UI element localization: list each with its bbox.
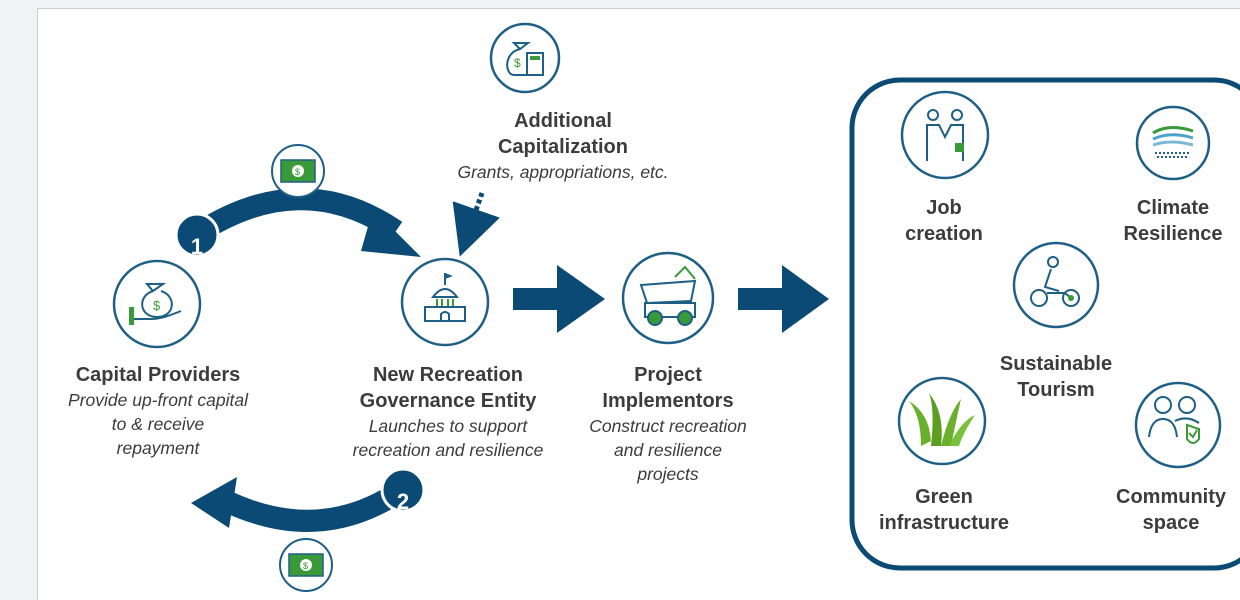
step-1-number: 1 [190,234,204,259]
job-creation-label: Job creation [884,195,1004,247]
step-2-number: 2 [396,489,410,514]
additional-capitalization-title-1: Additional [514,110,612,132]
banknote-icon-bottom: $ [279,538,333,592]
outcomes-box [849,77,1240,571]
money-bag-calculator-icon: $ [489,22,561,94]
svg-text:$: $ [303,561,308,571]
dump-truck-icon [621,251,715,345]
community-space-label: Community space [1101,484,1240,536]
capital-providers-subtitle-1: Provide up-front capital [68,390,248,410]
additional-capitalization-label: Additional Capitalization Grants, approp… [398,108,728,184]
flow-arrow-2 [191,467,426,532]
banknote-icon-top: $ [271,144,325,198]
project-implementors-label: Project Implementors Construct recreatio… [568,362,768,486]
project-implementors-title-2: Implementors [602,390,734,412]
governance-entity-title-2: Governance Entity [359,390,537,412]
capital-providers-subtitle-3: repayment [116,438,200,458]
additional-capitalization-title-2: Capitalization [497,136,628,158]
governance-entity-label: New Recreation Governance Entity Launche… [323,362,573,462]
community-space-line-2: space [1142,512,1200,534]
flow-arrow-1 [174,188,421,258]
diagram-card: $ $ $ $ [37,8,1240,600]
climate-resilience-label: Climate Resilience [1106,195,1240,247]
arrow-implementors-to-outcomes [738,265,829,333]
diagram-graphics: $ $ $ $ [112,22,1240,592]
green-infrastructure-label: Green infrastructure [864,484,1024,536]
sustainable-tourism-label: Sustainable Tourism [982,351,1130,403]
climate-resilience-line-1: Climate [1136,197,1210,219]
svg-text:$: $ [153,298,161,313]
svg-text:$: $ [295,167,300,177]
governance-entity-title-1: New Recreation [372,364,524,386]
handshake-people-icon [900,90,990,180]
sustainable-tourism-line-1: Sustainable [999,353,1113,375]
project-implementors-subtitle-2: and resilience [614,440,722,460]
community-people-icon [1134,381,1222,469]
climate-resilience-line-2: Resilience [1123,223,1223,245]
capitol-building-icon [400,257,490,347]
capital-providers-label: Capital Providers Provide up-front capit… [38,362,278,460]
green-infrastructure-line-1: Green [915,486,973,508]
dotted-arrow [452,192,500,257]
motorbike-rider-icon [1012,241,1100,329]
community-space-line-1: Community [1116,486,1226,508]
climate-waves-icon [1135,105,1211,181]
green-infrastructure-line-2: infrastructure [878,512,1010,534]
capital-providers-title: Capital Providers [75,364,241,386]
svg-text:$: $ [514,56,521,70]
job-creation-line-1: Job [926,197,962,219]
governance-entity-subtitle-1: Launches to support [368,416,528,436]
governance-entity-subtitle-2: recreation and resilience [352,440,544,460]
hand-money-bag-icon: $ [112,259,202,349]
project-implementors-subtitle-3: projects [637,464,699,484]
additional-capitalization-subtitle: Grants, appropriations, etc. [457,162,669,182]
grass-icon [897,376,987,466]
arrow-entity-to-implementors [513,265,605,333]
capital-providers-subtitle-2: to & receive [111,414,205,434]
project-implementors-subtitle-1: Construct recreation [589,416,747,436]
job-creation-line-2: creation [905,223,983,245]
sustainable-tourism-line-2: Tourism [1017,379,1095,401]
project-implementors-title-1: Project [634,364,702,386]
